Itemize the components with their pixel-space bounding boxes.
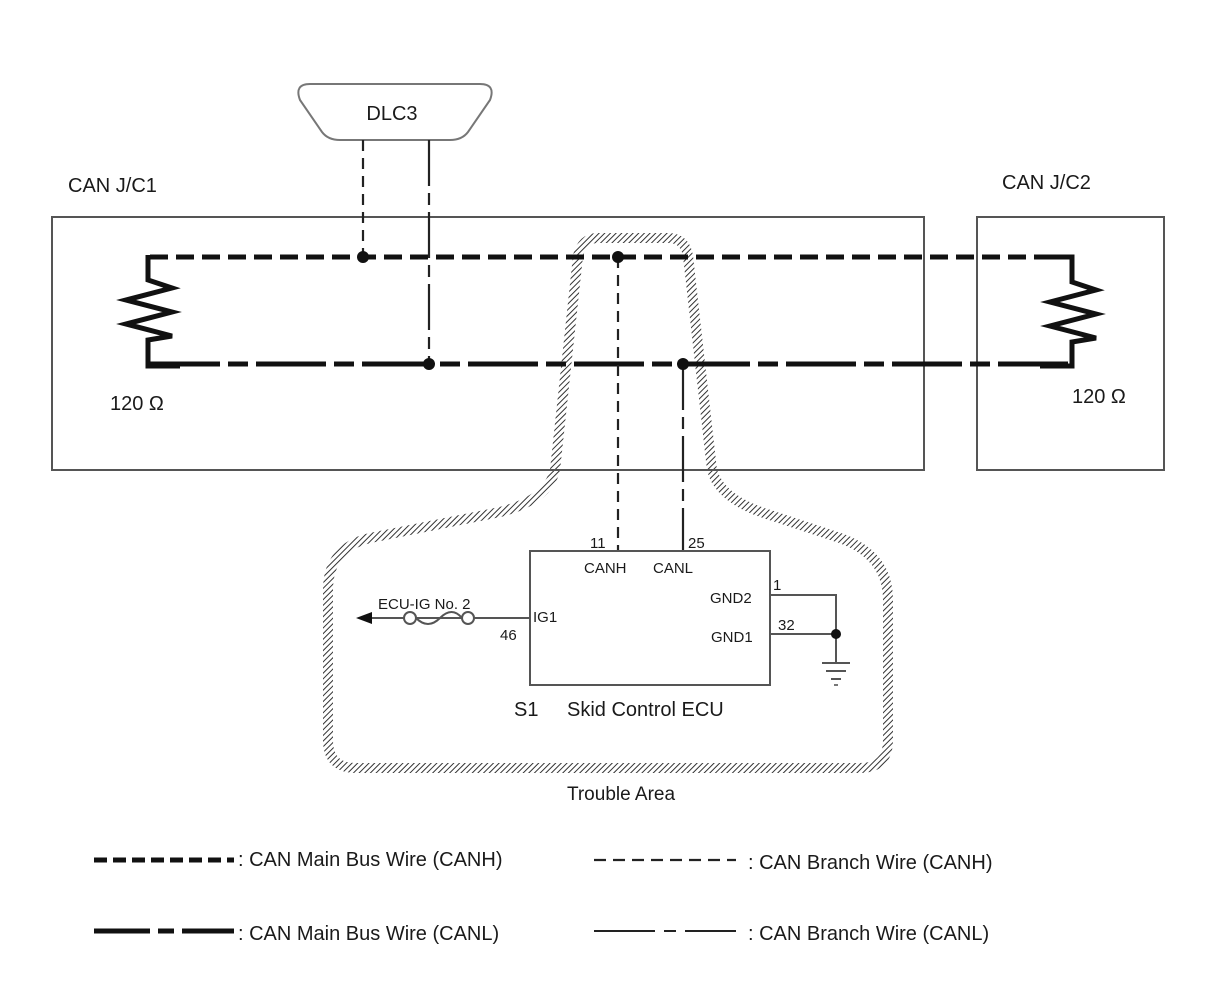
arrow-left-icon — [356, 612, 372, 624]
legend-label-main-canl: : CAN Main Bus Wire (CANL) — [238, 923, 499, 945]
trouble-area-label: Trouble Area — [567, 784, 676, 805]
ecu-name: Skid Control ECU — [567, 699, 724, 721]
pin-ig1-name: IG1 — [533, 609, 557, 626]
trouble-area-outline — [323, 233, 893, 773]
fuse-icon — [403, 611, 475, 625]
dlc3-label: DLC3 — [366, 103, 417, 125]
splice-node — [677, 358, 689, 370]
pin-canl-name: CANL — [653, 560, 693, 577]
ground-splice-node — [831, 629, 841, 639]
resistor-left-value: 120 Ω — [110, 393, 164, 415]
can-jc1-label: CAN J/C1 — [68, 175, 157, 197]
pin-canl-number: 25 — [688, 535, 705, 552]
splice-node — [612, 251, 624, 263]
legend-label-branch-canh: : CAN Branch Wire (CANH) — [748, 852, 992, 874]
can-jc1-box — [51, 216, 925, 471]
splice-node — [357, 251, 369, 263]
resistor-right-value: 120 Ω — [1072, 386, 1126, 408]
ground-icon — [822, 662, 850, 686]
legend: : CAN Main Bus Wire (CANH) : CAN Branch … — [94, 849, 992, 945]
pin-gnd1-name: GND1 — [711, 629, 753, 646]
pin-canh-name: CANH — [584, 560, 627, 577]
ecu-id: S1 — [514, 699, 538, 721]
pin-ig1-number: 46 — [500, 627, 517, 644]
splice-node — [423, 358, 435, 370]
pin-gnd2-number: 1 — [773, 577, 781, 594]
can-jc2-box — [976, 216, 1165, 471]
skid-control-ecu-box — [529, 550, 771, 686]
pin-canh-number: 11 — [590, 535, 606, 552]
legend-label-main-canh: : CAN Main Bus Wire (CANH) — [238, 849, 502, 871]
gnd1-wire — [770, 633, 837, 662]
pin-gnd1-number: 32 — [778, 617, 795, 634]
dlc3-connector — [297, 83, 493, 141]
resistor-left-icon — [116, 255, 182, 369]
legend-label-branch-canl: : CAN Branch Wire (CANL) — [748, 923, 989, 945]
resistor-right-icon — [1040, 254, 1106, 369]
gnd2-wire — [770, 594, 837, 634]
can-jc2-label: CAN J/C2 — [1002, 172, 1091, 194]
fuse-label: ECU-IG No. 2 — [378, 596, 471, 613]
pin-gnd2-name: GND2 — [710, 590, 752, 607]
